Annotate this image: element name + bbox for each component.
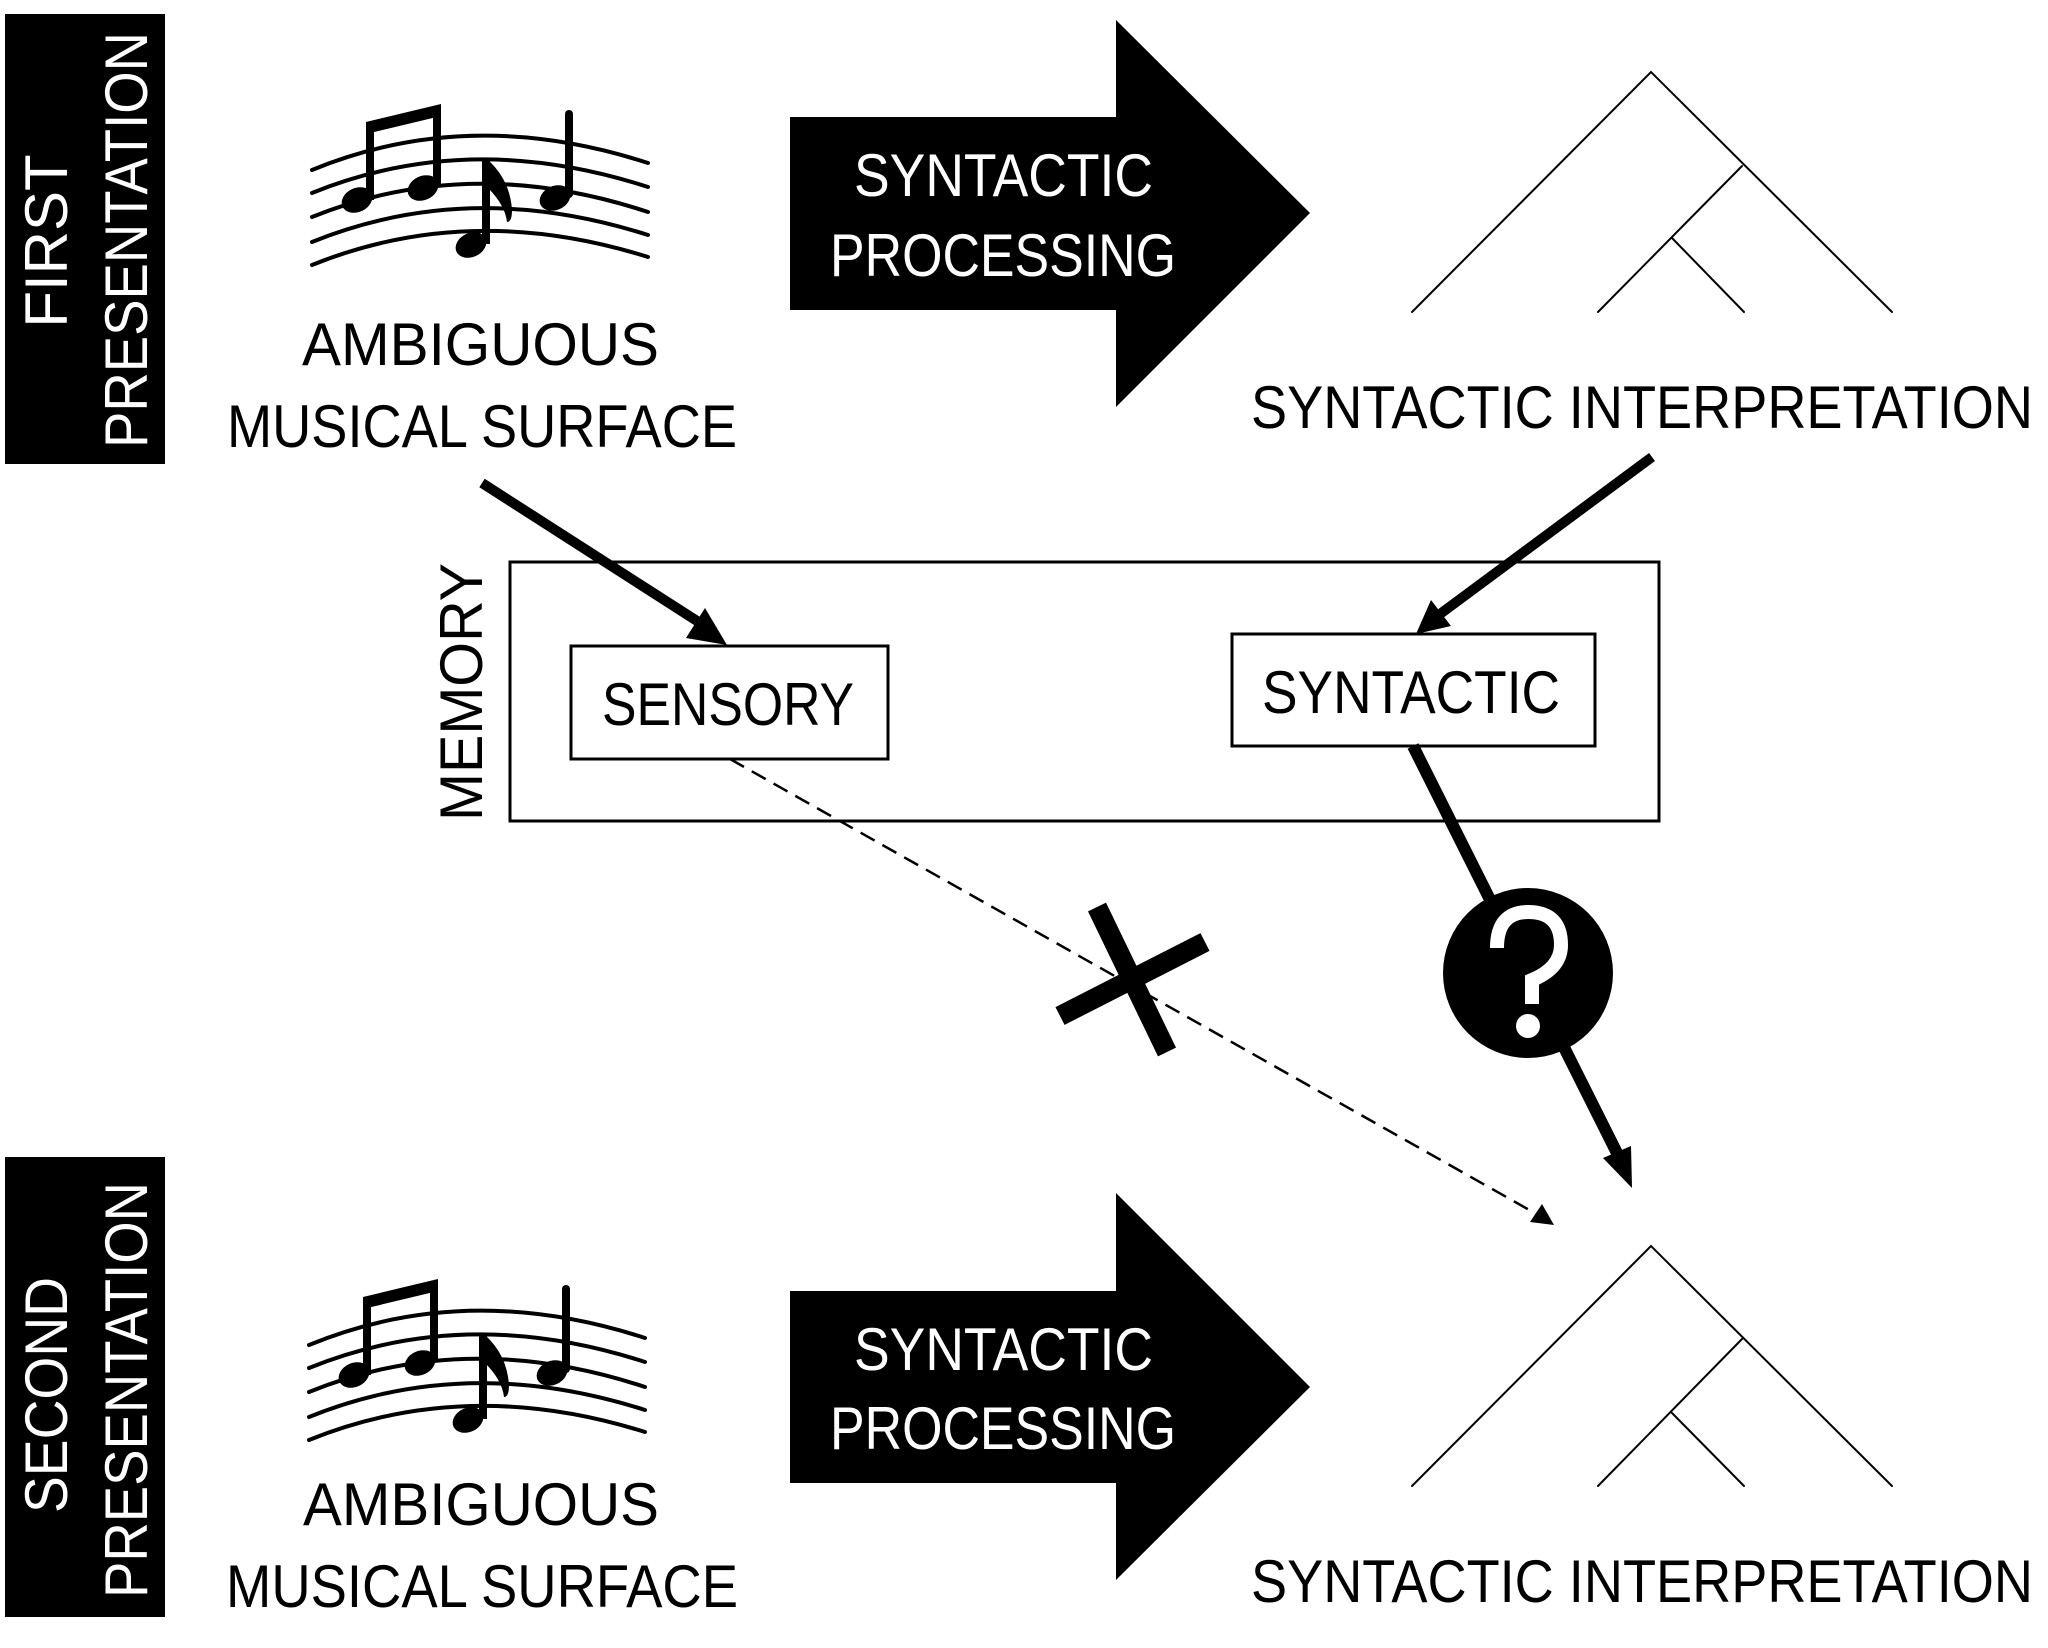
syntax-tree-icon <box>1411 70 1893 313</box>
question-mark-icon: ? <box>1443 888 1613 1058</box>
second-process-line2: PROCESSING <box>830 1395 1176 1462</box>
arrow-interpretation-to-syntactic <box>1416 452 1655 634</box>
first-surface-line1: AMBIGUOUS <box>302 311 659 378</box>
first-process-line1: SYNTACTIC <box>854 142 1153 209</box>
second-presentation-label: SECOND PRESENTATION <box>5 1157 165 1617</box>
second-surface-line1: AMBIGUOUS <box>303 1471 659 1538</box>
syntax-tree-icon <box>1411 1244 1893 1487</box>
sensory-memory-store: SENSORY <box>569 644 890 761</box>
first-interpretation-label: SYNTACTIC INTERPRETATION <box>1251 374 2033 441</box>
second-interpretation-label: SYNTACTIC INTERPRETATION <box>1251 1548 2033 1615</box>
syntactic-memory-label: SYNTACTIC <box>1262 659 1560 726</box>
syntactic-memory-store: SYNTACTIC <box>1230 632 1597 748</box>
first-process-line2: PROCESSING <box>830 222 1176 289</box>
first-label-line1: FIRST <box>13 154 80 327</box>
second-surface-line2: MUSICAL SURFACE <box>226 1553 738 1620</box>
second-presentation-row: SECOND PRESENTATION AMBIGUOUS MUSICAL SU… <box>5 1157 2033 1620</box>
second-label-line2: PRESENTATION <box>93 1182 160 1598</box>
first-surface-line2: MUSICAL SURFACE <box>227 393 737 460</box>
second-label-line1: SECOND <box>13 1277 80 1513</box>
memory-label: MEMORY <box>428 563 495 821</box>
first-presentation-label: FIRST PRESENTATION <box>5 14 165 464</box>
arrow-surface-to-sensory <box>479 478 727 645</box>
first-presentation-row: FIRST PRESENTATION AMBIGUOUS MUSICAL SUR… <box>5 14 2033 464</box>
second-process-line1: SYNTACTIC <box>854 1316 1153 1383</box>
first-label-line2: PRESENTATION <box>93 32 160 448</box>
blocked-x-icon <box>1055 902 1210 1057</box>
block-arrow-right-icon <box>790 20 1310 407</box>
memory-block: MEMORY SENSORY SYNTACTIC <box>428 560 1661 823</box>
sensory-memory-label: SENSORY <box>602 671 854 738</box>
block-arrow-right-icon <box>790 1193 1310 1580</box>
music-staff-icon <box>310 102 650 267</box>
music-staff-icon <box>307 1277 647 1442</box>
